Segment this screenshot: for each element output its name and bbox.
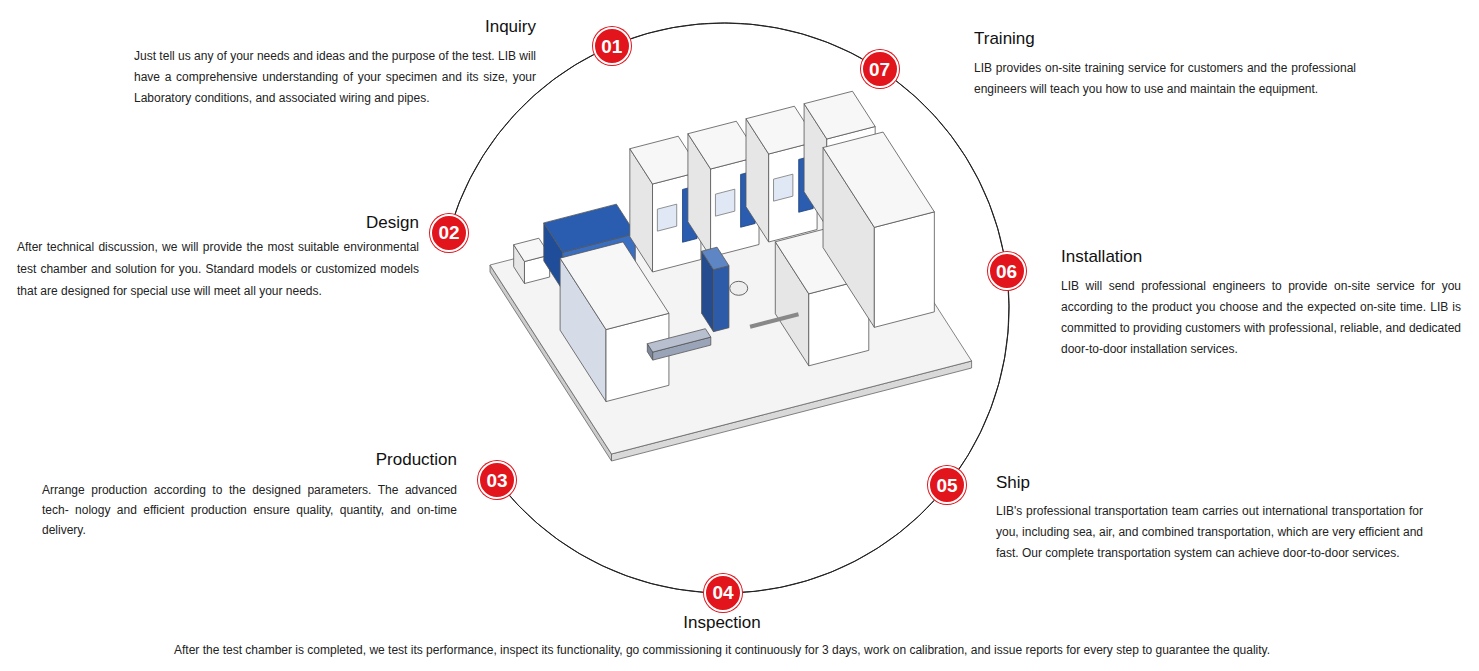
step-description: LIB will send professional engineers to … <box>1061 276 1461 360</box>
step-number: 05 <box>936 476 957 495</box>
step-description: After the test chamber is completed, we … <box>152 641 1292 659</box>
cycle-arc <box>896 81 1003 252</box>
top-face <box>823 132 934 227</box>
step-heading: Inquiry <box>236 17 536 37</box>
step-number: 02 <box>439 223 460 242</box>
step-heading: Training <box>974 29 1274 49</box>
step-description: LIB's professional transportation team c… <box>996 501 1423 564</box>
step-heading: Production <box>157 450 457 470</box>
step-circle: 03ProductionArrange production according… <box>478 461 516 499</box>
cycle-arc <box>959 291 1009 469</box>
step-number: 07 <box>869 60 890 79</box>
large-test-machine <box>560 242 669 402</box>
cycle-arc <box>743 501 934 593</box>
chamber-window <box>774 174 793 201</box>
step-heading: Design <box>119 213 419 233</box>
step-circle: 05ShipLIB's professional transportation … <box>928 466 966 504</box>
step-heading: Inspection <box>522 613 922 633</box>
top-face <box>560 242 669 330</box>
step-circle: 04InspectionAfter the test chamber is co… <box>704 574 742 612</box>
step-circle: 01InquiryJust tell us any of your needs … <box>593 27 631 65</box>
top-face <box>702 247 729 269</box>
chamber-window <box>715 189 734 216</box>
top-face <box>647 329 710 352</box>
step-number: 06 <box>996 262 1017 281</box>
front-face <box>713 266 728 332</box>
pipe <box>750 314 798 327</box>
front-face <box>874 212 934 328</box>
step-circle: 02DesignAfter technical discussion, we w… <box>430 214 468 252</box>
step-description: After technical discussion, we will prov… <box>17 236 419 302</box>
step-number: 04 <box>712 583 733 602</box>
pipe-frame <box>730 281 799 326</box>
blue-cabinet <box>702 247 729 331</box>
large-chamber <box>823 132 934 327</box>
step-description: Just tell us any of your needs and ideas… <box>134 46 536 109</box>
fan <box>730 281 748 295</box>
cycle-arc <box>510 496 703 592</box>
step-heading: Installation <box>1061 247 1361 267</box>
chamber-window <box>657 204 676 231</box>
cycle-arc <box>445 23 1009 593</box>
step-circle: 06InstallationLIB will send professional… <box>988 252 1026 290</box>
step-description: Arrange production according to the desi… <box>42 480 457 540</box>
cycle-arc <box>630 23 862 59</box>
step-number: 01 <box>601 37 622 56</box>
base-rail <box>647 329 710 360</box>
step-description: LIB provides on-site training service fo… <box>974 58 1356 100</box>
step-number: 03 <box>486 471 507 490</box>
top-face <box>804 91 875 139</box>
step-circle: 07TrainingLIB provides on-site training … <box>861 50 899 88</box>
step-heading: Ship <box>996 473 1296 493</box>
